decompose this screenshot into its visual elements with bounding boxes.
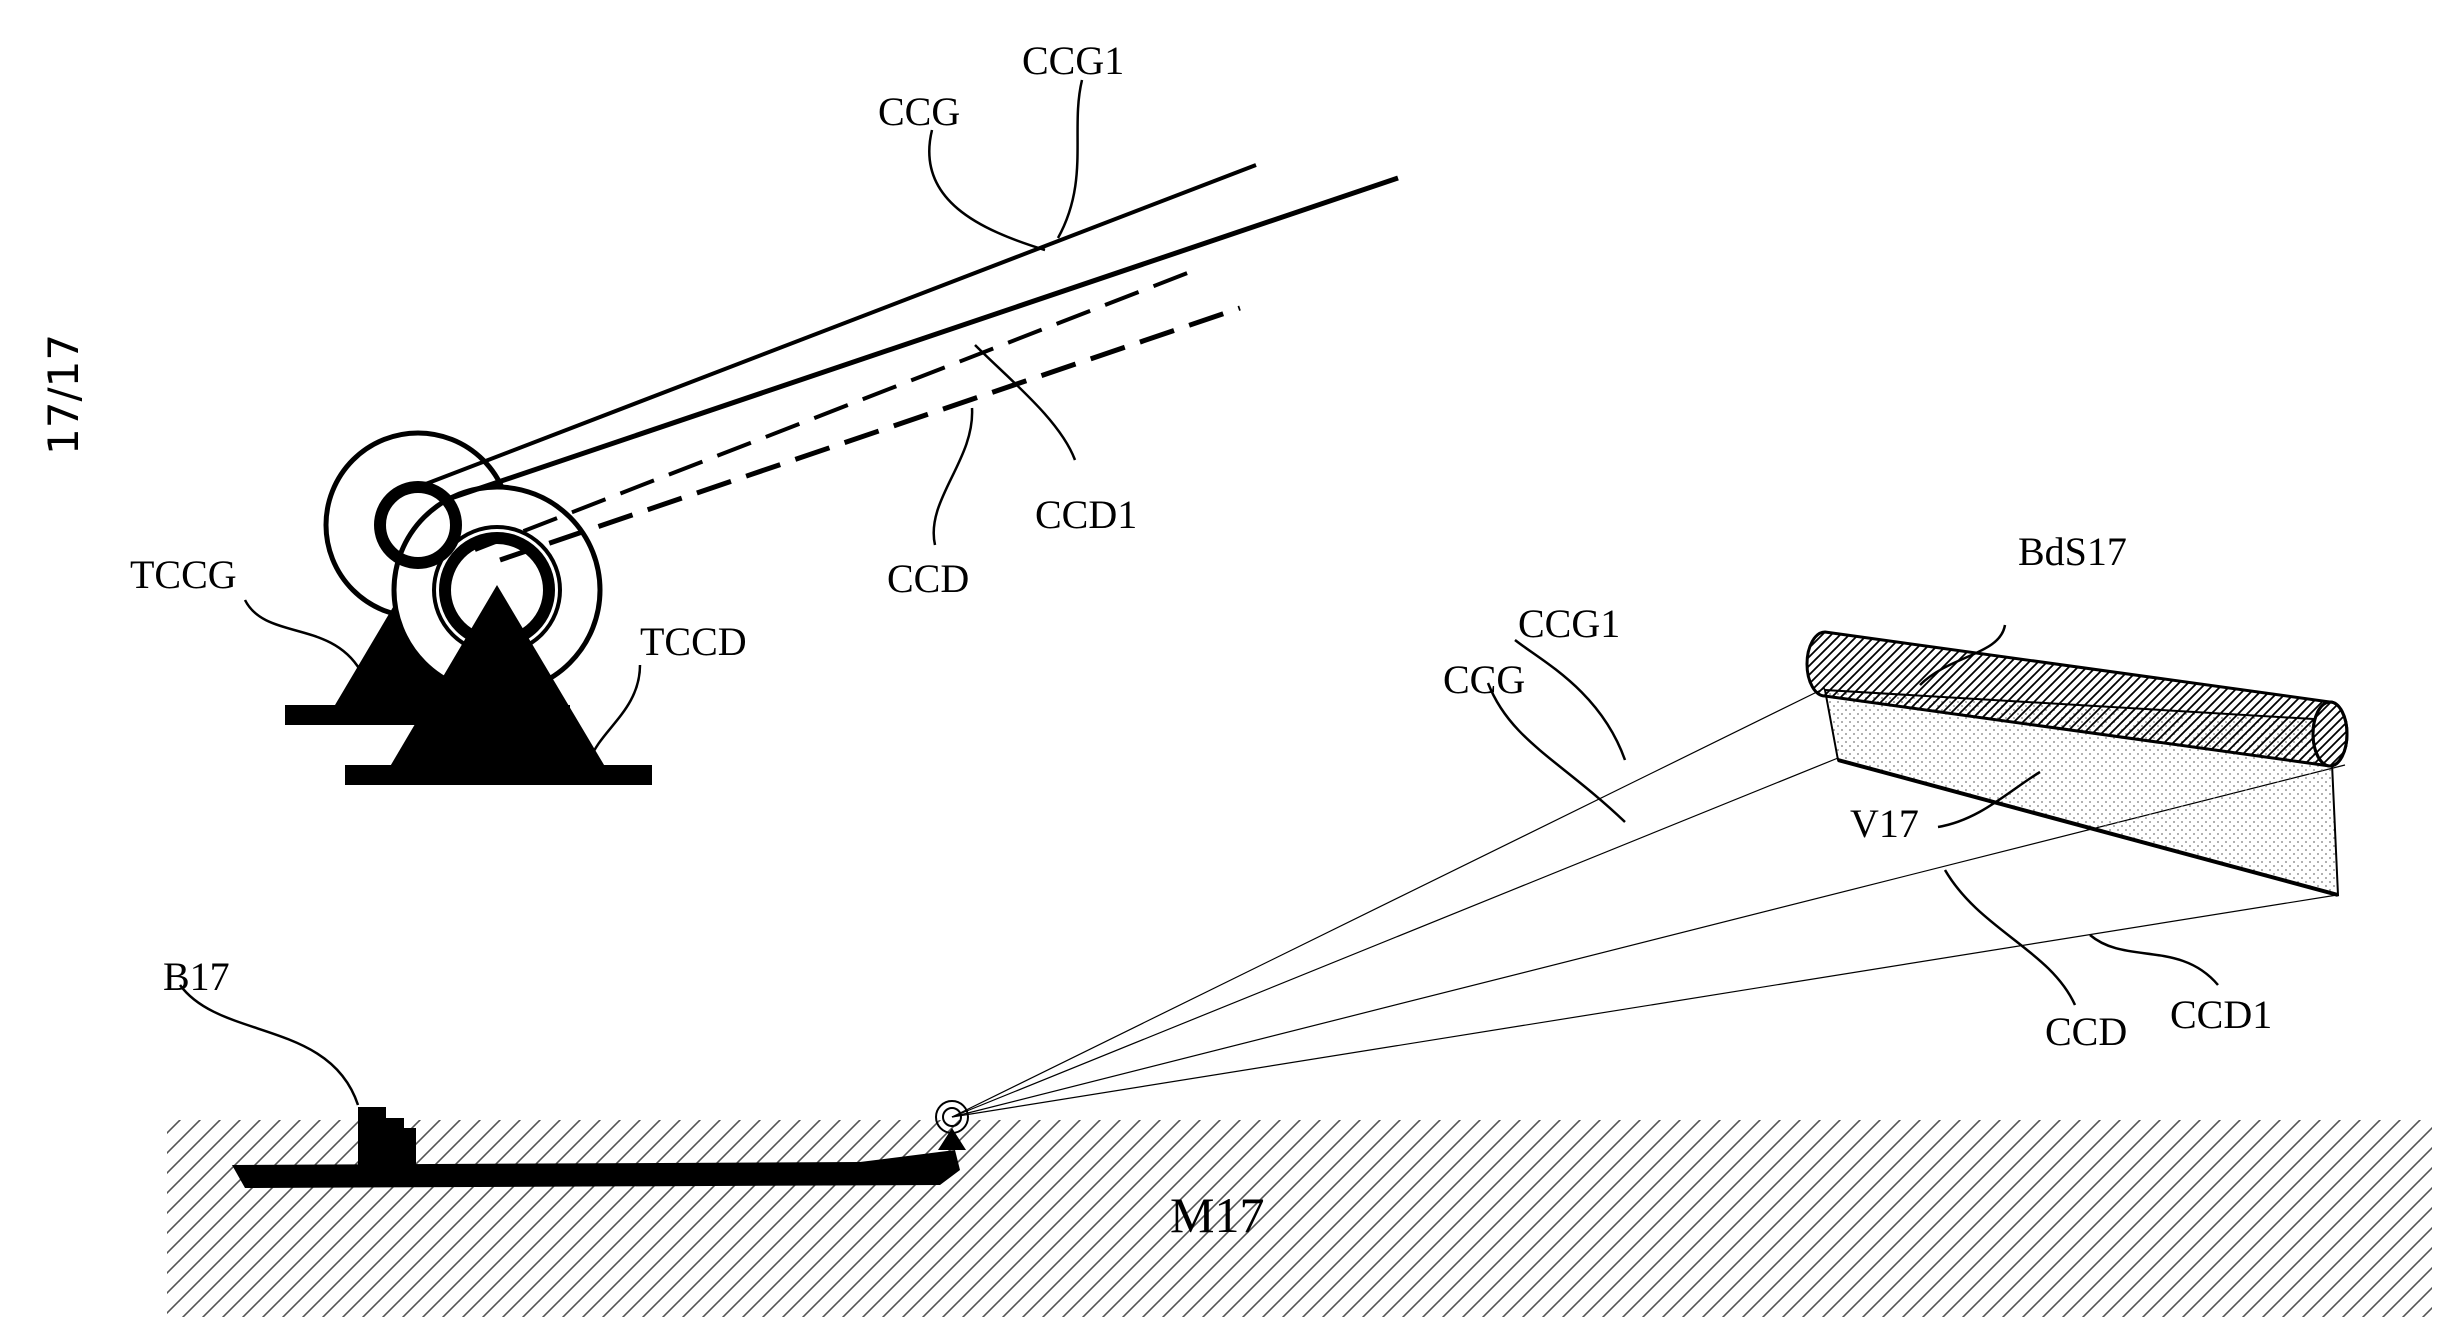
winch-cables bbox=[409, 163, 1399, 563]
sea bbox=[167, 1120, 2432, 1317]
label-ccg-top: CCG bbox=[878, 89, 960, 134]
label-ccd1-scene: CCD1 bbox=[2170, 992, 2272, 1037]
label-tccg: TCCG bbox=[130, 552, 237, 597]
label-ccd-scene: CCD bbox=[2045, 1009, 2127, 1054]
sheet-label: 17/17 bbox=[39, 334, 88, 455]
kite bbox=[1805, 630, 2349, 897]
label-ccd-top: CCD bbox=[887, 556, 969, 601]
label-bds17: BdS17 bbox=[2018, 529, 2127, 574]
right-winch bbox=[345, 484, 652, 785]
label-ccd1-top: CCD1 bbox=[1035, 492, 1137, 537]
ship bbox=[232, 1100, 969, 1188]
label-b17: B17 bbox=[163, 954, 230, 999]
label-v17: V17 bbox=[1850, 801, 1919, 846]
label-ccg-scene: CCG bbox=[1443, 657, 1525, 702]
label-tccd: TCCD bbox=[640, 619, 747, 664]
label-ccg1-scene: CCG1 bbox=[1518, 601, 1620, 646]
label-ccg1-top: CCG1 bbox=[1022, 38, 1124, 83]
label-m17: M17 bbox=[1170, 1187, 1264, 1243]
winch-detail: CCG CCG1 CCD1 CCD TCCG TCCD bbox=[130, 38, 1399, 785]
